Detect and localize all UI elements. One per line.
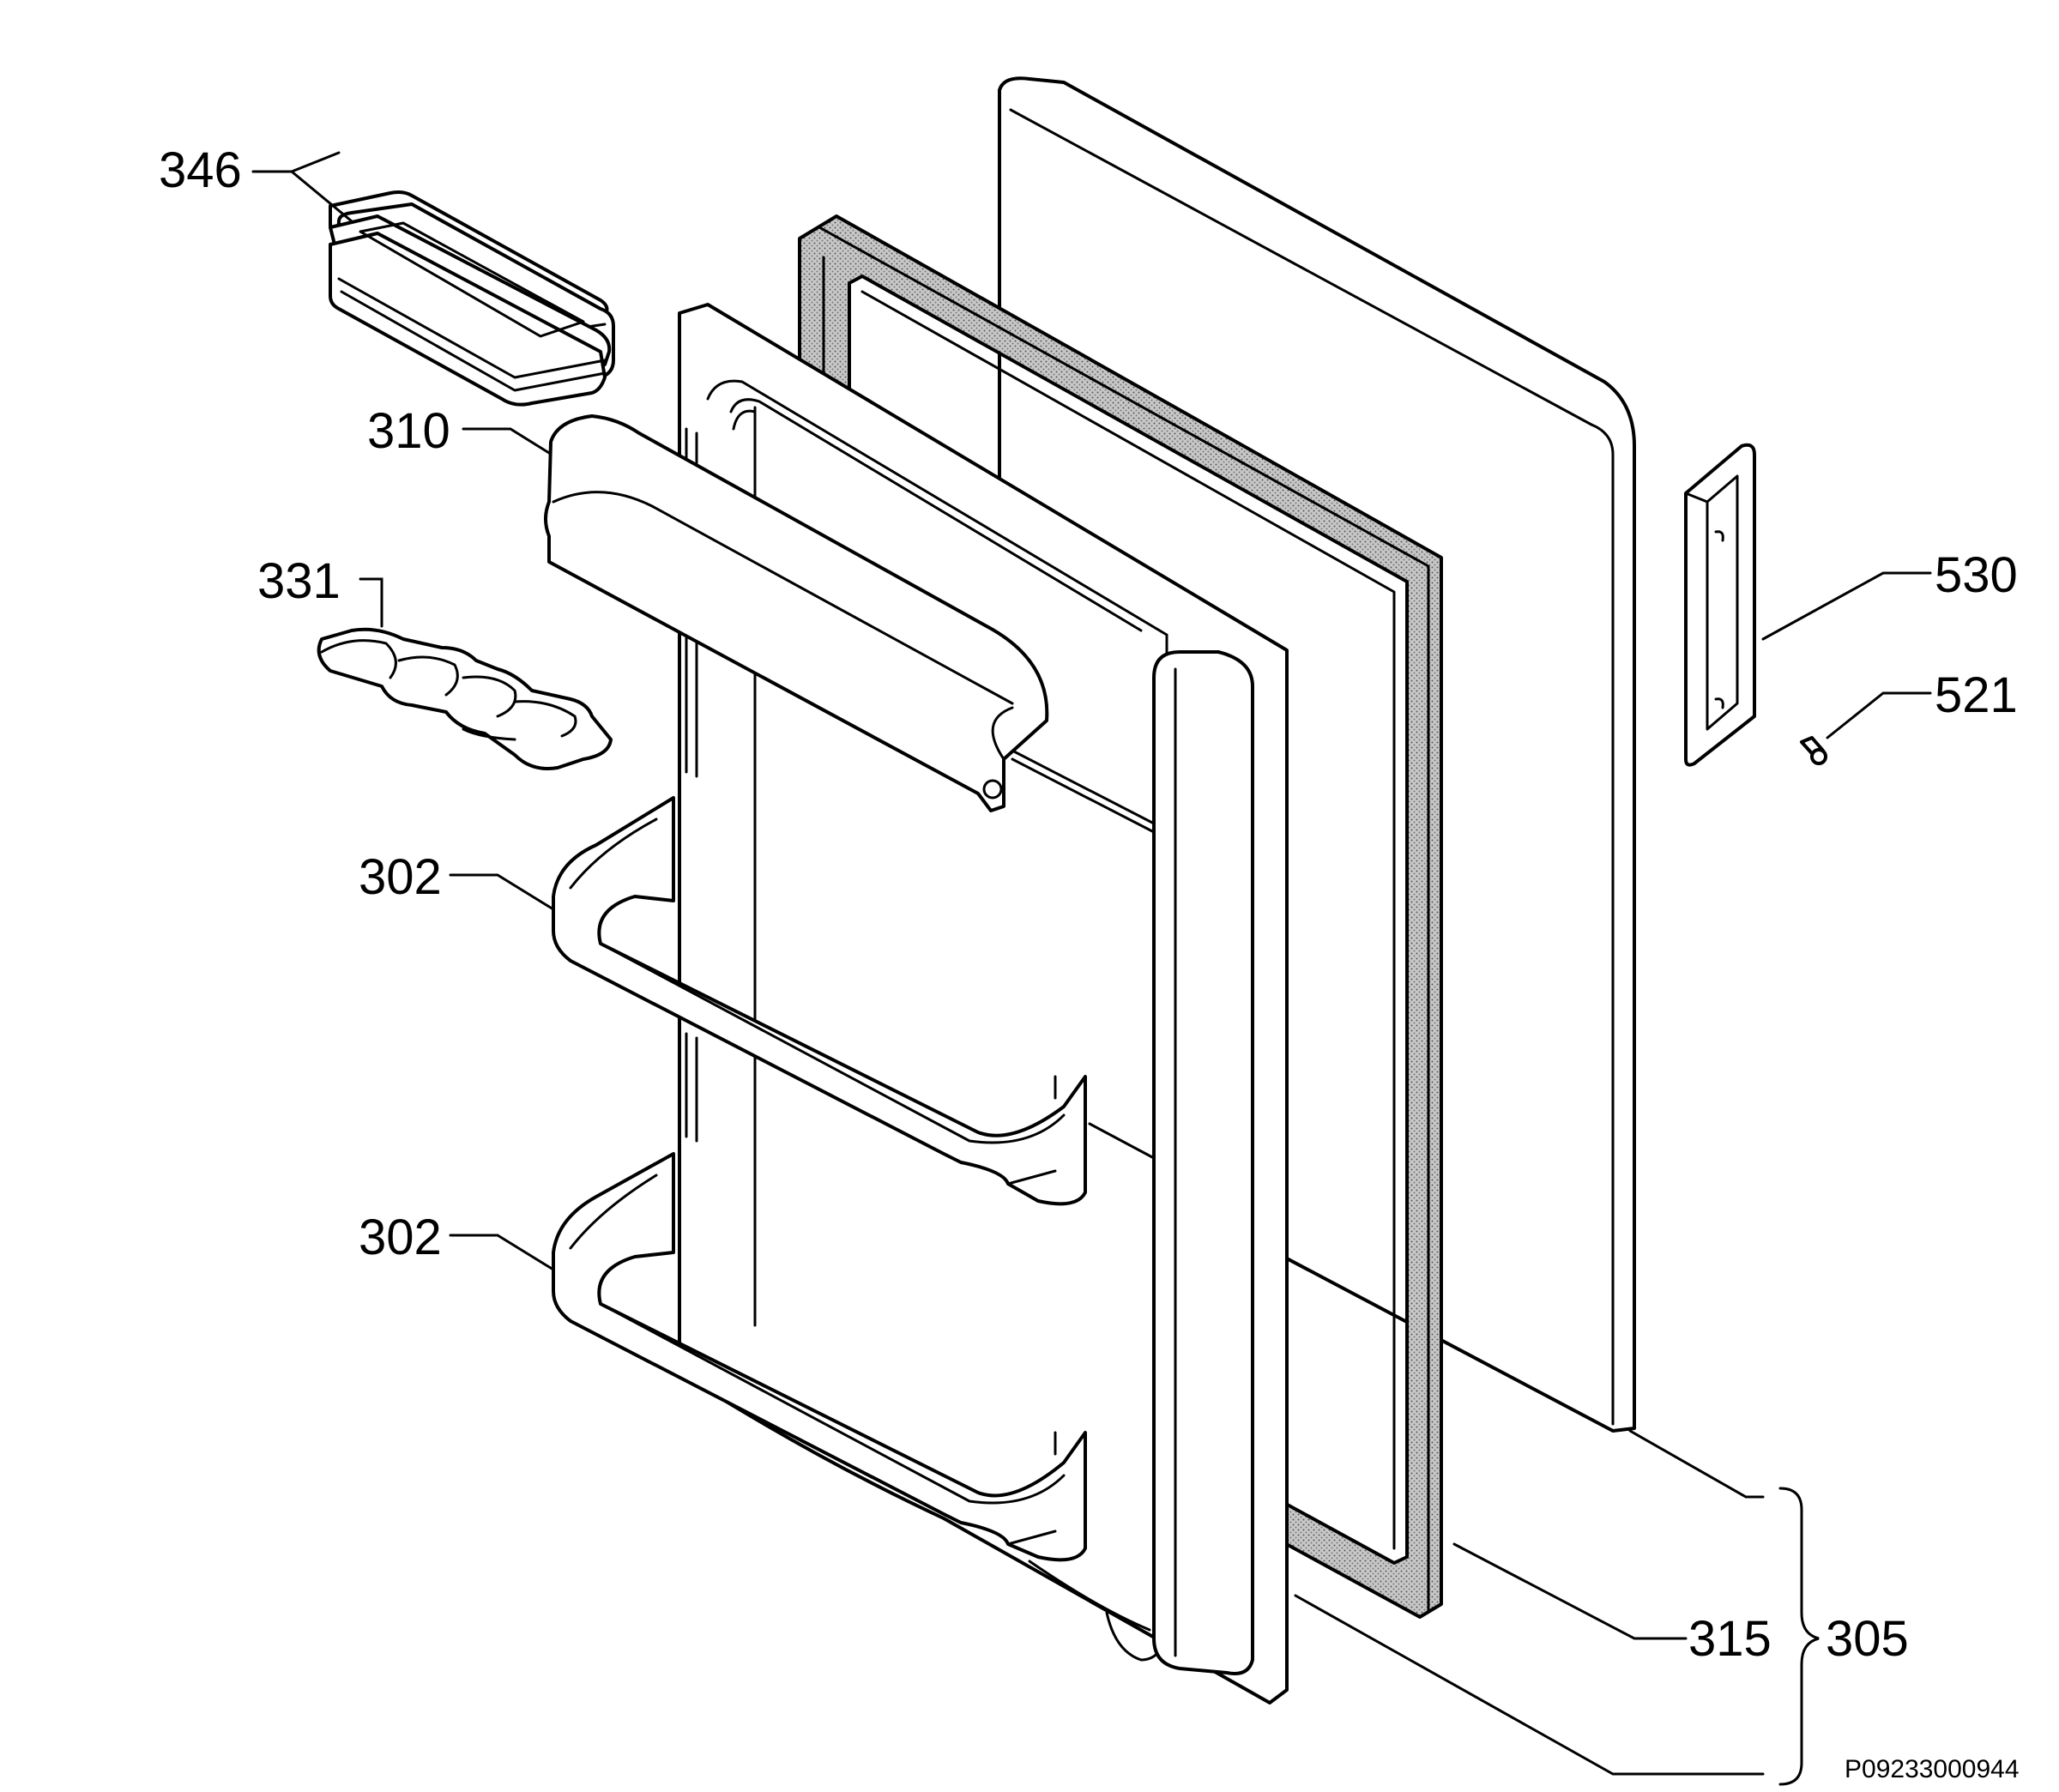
hinge-plate (1684, 443, 1756, 767)
callout-310: 310 (367, 403, 450, 459)
door-shelf-cover (544, 414, 1049, 812)
callout-305: 305 (1826, 1611, 1909, 1667)
callout-302-upper: 302 (359, 849, 442, 905)
butter-tray (329, 214, 612, 407)
callout-302-lower: 302 (359, 1210, 442, 1265)
group-bracket (1778, 1487, 1820, 1786)
egg-tray (317, 627, 613, 770)
door-bin-upper (552, 796, 1087, 1206)
callout-346: 346 (159, 142, 242, 198)
leader-lines (251, 151, 1932, 1776)
callout-labels: 346 310 331 302 302 530 521 315 305 (159, 142, 2018, 1667)
door-bin-lower (552, 1152, 1087, 1562)
drawing-code: P09233000944 (1845, 1755, 2020, 1783)
callout-530: 530 (1935, 547, 2018, 603)
callout-315: 315 (1688, 1611, 1772, 1667)
callout-331: 331 (257, 553, 341, 609)
screw (1800, 736, 1827, 765)
callout-521: 521 (1935, 667, 2018, 723)
